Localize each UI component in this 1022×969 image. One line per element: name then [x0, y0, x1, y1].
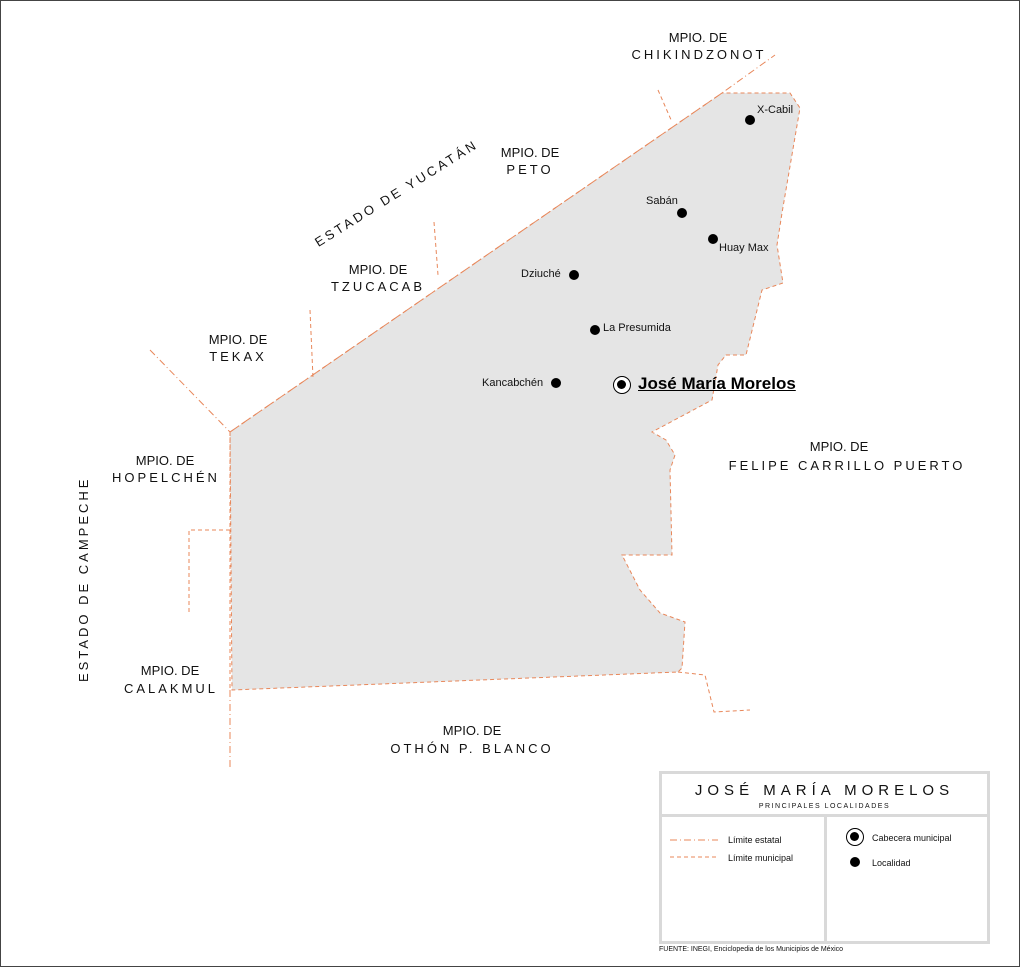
municipality-territory — [229, 92, 801, 691]
legend-title: JOSÉ MARÍA MORELOS — [694, 782, 955, 799]
locality-dot — [569, 270, 579, 280]
neighbor-tekax-line1: MPIO. DE — [208, 332, 268, 347]
locality-label-saban: Sabán — [646, 195, 678, 207]
capital-label: José María Morelos — [638, 374, 796, 393]
neighbor-felipe-carrillo-name: FELIPE CARRILLO PUERTO — [728, 458, 966, 473]
locality-label-huay-max: Huay Max — [719, 242, 769, 254]
locality-label-dziuche: Dziuché — [521, 268, 561, 280]
neighbor-hopelchen-line1: MPIO. DE — [135, 453, 195, 468]
neighbor-chikindzonot-name: CHIKINDZONOT — [631, 47, 767, 62]
legend-subtitle: PRINCIPALES LOCALIDADES — [758, 803, 891, 810]
capital-marker — [613, 376, 631, 394]
legend-locality-label: Localidad — [872, 858, 911, 868]
source-note: FUENTE: INEGI, Enciclopedia de los Munic… — [659, 946, 844, 953]
neighbor-tekax-name: TEKAX — [209, 349, 267, 364]
neighbor-tzucacab-line1: MPIO. DE — [348, 262, 408, 277]
neighbor-peto-name: PETO — [506, 162, 554, 177]
locality-label-kancabchen: Kancabchén — [482, 377, 544, 389]
legend-municipal-limit-label: Límite municipal — [728, 853, 794, 863]
locality-dot — [677, 208, 687, 218]
legend-locality-icon — [850, 857, 860, 867]
neighbor-othon-blanco-name: OTHÓN P. BLANCO — [390, 741, 554, 756]
locality-dot — [745, 115, 755, 125]
neighbor-othon-blanco-line1: MPIO. DE — [442, 723, 502, 738]
locality-dot — [590, 325, 600, 335]
locality-label-la-presumida: La Presumida — [603, 322, 671, 334]
legend-capital-label: Cabecera municipal — [872, 833, 952, 843]
neighbor-tzucacab-name: TZUCACAB — [330, 279, 426, 294]
state-campeche-label: ESTADO DE CAMPECHE — [76, 476, 91, 682]
neighbor-hopelchen-name: HOPELCHÉN — [112, 470, 220, 485]
locality-dot — [708, 234, 718, 244]
legend-divider-vertical — [824, 814, 827, 944]
map-legend: JOSÉ MARÍA MORELOS PRINCIPALES LOCALIDAD… — [659, 771, 990, 944]
locality-label-xcabil: X-Cabil — [757, 104, 794, 116]
neighbor-chikindzonot-line1: MPIO. DE — [668, 30, 728, 45]
neighbor-calakmul-name: CALAKMUL — [123, 681, 219, 696]
legend-state-limit-label: Límite estatal — [728, 835, 782, 845]
legend-line-samples — [670, 839, 718, 858]
neighbor-peto-line1: MPIO. DE — [500, 145, 560, 160]
municipal-limit-lines — [188, 89, 751, 713]
locality-dot — [551, 378, 561, 388]
neighbor-felipe-carrillo-line1: MPIO. DE — [809, 439, 869, 454]
neighbor-calakmul-line1: MPIO. DE — [140, 663, 200, 678]
legend-capital-icon — [846, 828, 864, 846]
state-limit-lines — [149, 54, 776, 770]
